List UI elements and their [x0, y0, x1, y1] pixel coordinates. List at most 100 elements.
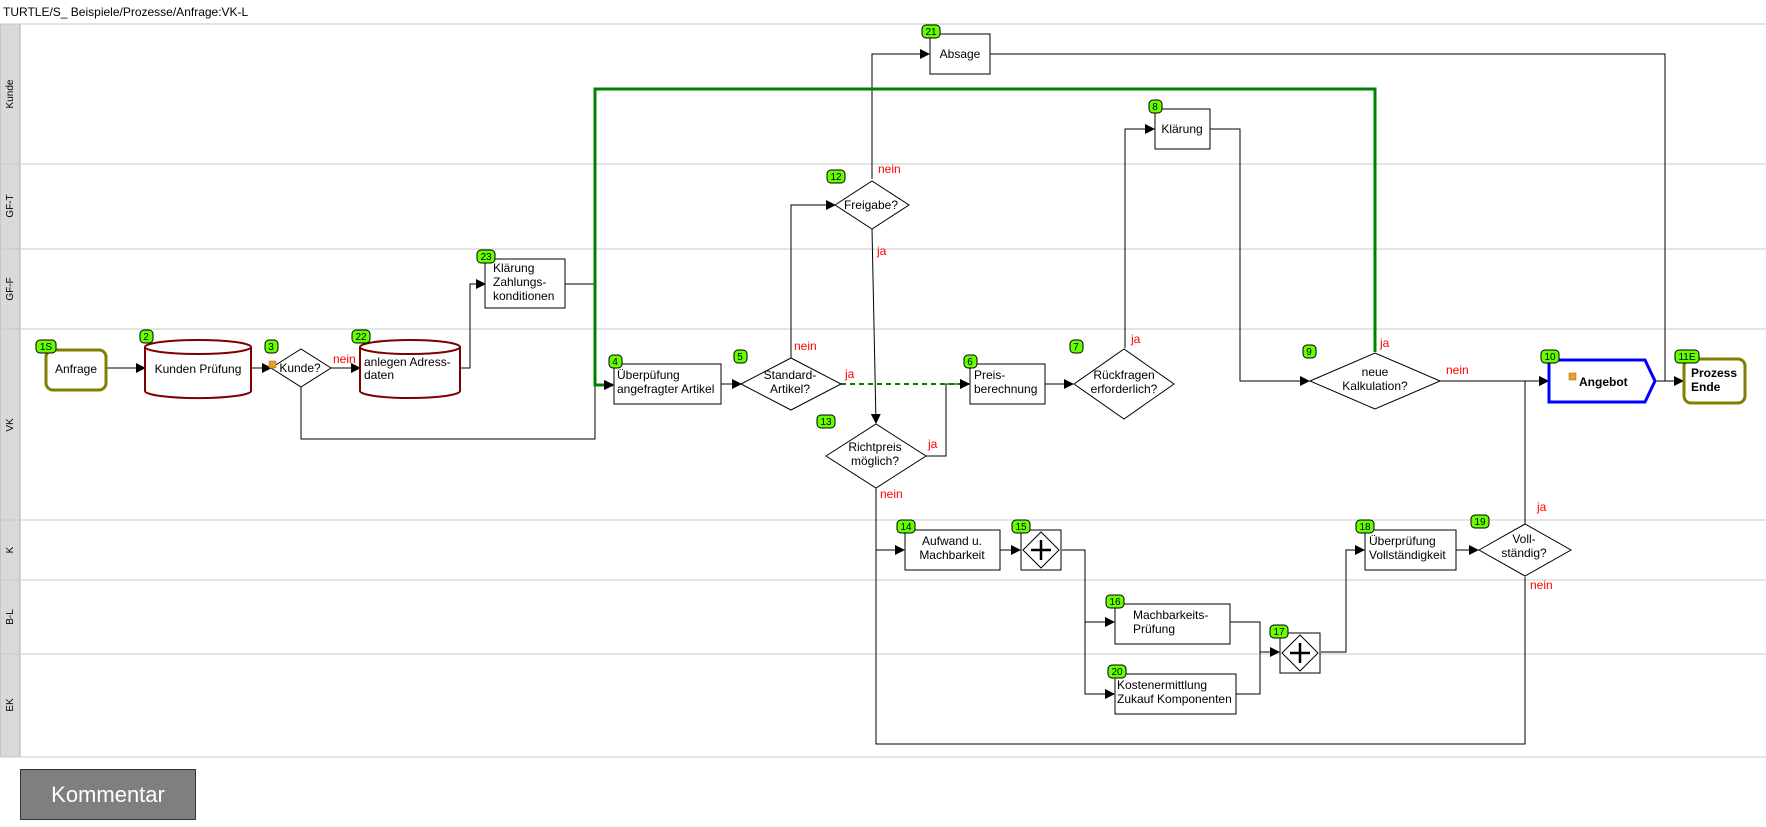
node-11e-prozess-ende[interactable]: Prozess Ende: [1682, 357, 1747, 405]
lane-label-kunde: Kunde: [5, 79, 16, 108]
svg-text:2: 2: [143, 332, 149, 343]
kommentar-button[interactable]: Kommentar: [20, 769, 196, 820]
node-23-zahlungskonditionen[interactable]: Klärung Zahlungs- konditionen: [484, 258, 566, 309]
step-badges: 1S 2 3 22 23 4 5 12 21 13 6 7 8 9 10 11E…: [35, 24, 1700, 679]
node-11e-label-1: Ende: [1691, 380, 1721, 394]
label-13-ja: ja: [927, 437, 938, 451]
node-17-parallel-gateway[interactable]: [1279, 632, 1321, 674]
lane-label-k: K: [5, 546, 16, 553]
node-9-neue-kalkulation[interactable]: neue Kalkulation?: [1308, 352, 1442, 410]
badge-16: 16: [1105, 594, 1125, 609]
node-5-label-1: Artikel?: [770, 382, 810, 396]
badge-4: 4: [608, 354, 623, 369]
badge-20: 20: [1107, 664, 1127, 679]
edge-12-21: [871, 49, 930, 179]
svg-text:5: 5: [737, 352, 743, 363]
svg-text:21: 21: [925, 27, 937, 38]
swimlanes: Kunde GF-T GF-F VK K B-L EK: [0, 23, 1766, 758]
node-10-angebot[interactable]: Angebot: [1547, 358, 1657, 404]
svg-text:23: 23: [480, 252, 492, 263]
svg-text:8: 8: [1152, 102, 1158, 113]
lane-label-vk: VK: [5, 418, 16, 432]
label-7-ja: ja: [1130, 332, 1141, 346]
node-15-parallel-gateway[interactable]: [1020, 529, 1062, 571]
node-21-absage[interactable]: Absage: [929, 33, 991, 75]
node-16-machbarkeitspruefung[interactable]: Machbarkeits- Prüfung: [1114, 603, 1231, 645]
node-1s-anfrage[interactable]: Anfrage: [44, 348, 108, 392]
node-6-preisberechnung[interactable]: Preis- berechnung: [969, 363, 1046, 405]
node-7-rueckfragen[interactable]: Rückfragen erforderlich?: [1073, 348, 1175, 420]
node-19-vollstaendig[interactable]: Voll- ständig?: [1477, 523, 1573, 577]
node-23-label-1: Zahlungs-: [493, 275, 546, 289]
svg-text:17: 17: [1273, 627, 1285, 638]
badge-13: 13: [816, 414, 836, 429]
node-22-adressdaten[interactable]: anlegen Adress- daten: [359, 339, 461, 399]
svg-text:14: 14: [900, 522, 912, 533]
edge-15-16: [1062, 549, 1115, 627]
badge-21: 21: [921, 24, 941, 39]
label-13-nein: nein: [880, 487, 903, 501]
label-9-nein: nein: [1446, 363, 1469, 377]
node-22-label-0: anlegen Adress-: [364, 355, 451, 369]
node-7-label-0: Rückfragen: [1093, 368, 1154, 382]
badge-7: 7: [1069, 339, 1084, 354]
edge-labels: nein nein ja nein ja ja nein ja ja nein …: [333, 162, 1553, 592]
badge-12: 12: [826, 169, 846, 184]
node-3-label-0: Kunde?: [279, 361, 321, 375]
svg-text:3: 3: [268, 342, 274, 353]
node-18-vollstaendigkeit[interactable]: Überprüfung Vollständigkeit: [1364, 529, 1457, 571]
node-20-kostenermittlung[interactable]: Kostenermittlung Zukauf Komponenten: [1114, 673, 1237, 715]
edge-16-17: [1230, 621, 1280, 657]
node-20-label-1: Zukauf Komponenten: [1117, 692, 1232, 706]
node-9-label-1: Kalkulation?: [1342, 379, 1408, 393]
edge-20-17: [1236, 652, 1261, 695]
label-12-ja: ja: [876, 244, 887, 258]
node-3-kunde-decision[interactable]: Kunde?: [268, 348, 332, 388]
node-6-label-0: Preis-: [974, 368, 1005, 382]
svg-text:7: 7: [1073, 342, 1079, 353]
node-18-label-1: Vollständigkeit: [1369, 548, 1446, 562]
edge-22-23: [460, 279, 486, 369]
badge-2: 2: [139, 329, 154, 344]
node-4-ueberpruefung-artikel[interactable]: Überpüfung angefragter Artikel: [613, 363, 722, 405]
node-8-klaerung[interactable]: Klärung: [1154, 108, 1211, 150]
svg-text:11E: 11E: [1678, 352, 1695, 363]
lane-label-gf-f: GF-F: [5, 277, 16, 300]
node-16-label-1: Prüfung: [1133, 622, 1175, 636]
edge-17-18: [1321, 545, 1365, 653]
badge-8: 8: [1148, 99, 1163, 114]
badge-22: 22: [351, 329, 371, 344]
label-9-ja: ja: [1379, 336, 1390, 350]
node-4-label-0: Überpüfung: [617, 368, 680, 382]
plus-icon: [1290, 643, 1310, 663]
node-23-label-0: Klärung: [493, 261, 534, 275]
node-13-richtpreis[interactable]: Richtpreis möglich?: [825, 423, 927, 489]
edge-13-6: [921, 379, 970, 457]
node-12-freigabe[interactable]: Freigabe?: [834, 180, 910, 230]
node-21-label-0: Absage: [940, 47, 981, 61]
svg-text:6: 6: [967, 357, 973, 368]
lane-label-b-l: B-L: [5, 609, 16, 625]
node-14-aufwand[interactable]: Aufwand u. Machbarkeit: [904, 529, 1001, 571]
node-5-standard-artikel[interactable]: Standard- Artikel?: [739, 357, 843, 411]
lane-label-gf-t: GF-T: [5, 194, 16, 217]
badge-23: 23: [476, 249, 496, 264]
badge-9: 9: [1302, 344, 1317, 359]
badge-10: 10: [1540, 349, 1560, 364]
edge-9-4-feedback: [593, 87, 1377, 390]
label-5-ja: ja: [844, 367, 855, 381]
svg-text:15: 15: [1015, 522, 1027, 533]
svg-text:1S: 1S: [40, 342, 53, 353]
label-19-ja: ja: [1536, 500, 1547, 514]
lane-label-ek: EK: [5, 698, 16, 712]
label-12-nein: nein: [878, 162, 901, 176]
svg-text:12: 12: [830, 172, 842, 183]
process-diagram: Kunde GF-T GF-F VK K B-L EK: [0, 23, 1766, 758]
plus-icon: [1031, 540, 1051, 560]
edge-21-end: [990, 53, 1666, 382]
badge-15: 15: [1011, 519, 1031, 534]
breadcrumb: TURTLE/S_ Beispiele/Prozesse/Anfrage:VK-…: [3, 5, 249, 19]
nodes: Anfrage Kunden Prüfung Kunde? anlegen Ad…: [44, 33, 1747, 715]
svg-text:10: 10: [1544, 352, 1556, 363]
node-2-kunden-pruefung[interactable]: Kunden Prüfung: [144, 339, 252, 400]
